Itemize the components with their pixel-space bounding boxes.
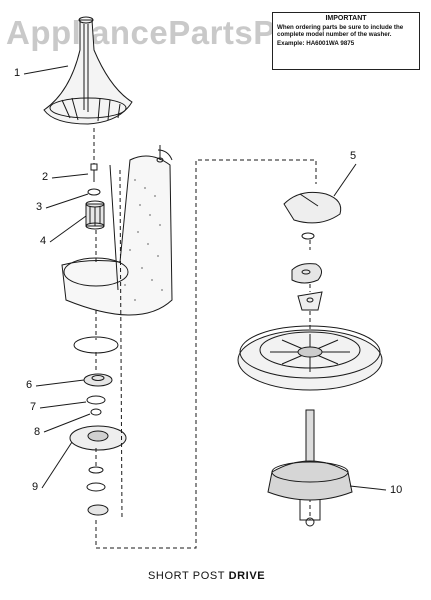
callout-9: 9 xyxy=(32,481,39,493)
transmission-10 xyxy=(267,409,353,527)
pulley-9 xyxy=(69,425,127,451)
washer-3 xyxy=(87,188,101,196)
callout-leaders xyxy=(23,65,387,491)
callout-10: 10 xyxy=(390,484,403,496)
agitator xyxy=(43,16,133,125)
callout-3: 3 xyxy=(36,201,43,213)
note-example: Example: HA6001WA 9875 xyxy=(277,39,355,47)
tub-perforations xyxy=(124,179,163,301)
top-clip xyxy=(156,145,164,163)
caption-prefix: SHORT POST xyxy=(148,570,225,582)
tub-basket xyxy=(61,149,173,316)
drive-wheel xyxy=(237,325,383,391)
washer-7 xyxy=(86,395,106,405)
callout-8: 8 xyxy=(34,426,41,438)
lower-nut xyxy=(87,504,109,516)
important-note-box: IMPORTANT When ordering parts be sure to… xyxy=(272,12,420,70)
note-body: When ordering parts be sure to include t… xyxy=(277,23,404,39)
callout-7: 7 xyxy=(30,401,37,413)
hub-6 xyxy=(83,373,113,387)
callout-6: 6 xyxy=(26,379,33,391)
callout-5: 5 xyxy=(350,150,357,162)
cam-assembly-5 xyxy=(283,191,342,240)
cam-plate xyxy=(297,291,323,311)
drive-bell xyxy=(85,200,105,230)
washer-8 xyxy=(90,408,102,416)
caption-emphasis: DRIVE xyxy=(228,570,266,582)
diagram-caption: SHORT POST DRIVE xyxy=(148,570,265,582)
callout-1: 1 xyxy=(14,67,21,79)
lower-washer-b xyxy=(86,482,106,492)
note-title: IMPORTANT xyxy=(325,15,367,22)
agitator-bolt xyxy=(90,163,98,182)
callout-4: 4 xyxy=(40,235,47,247)
lower-washer-a xyxy=(88,466,104,474)
cam-gear-small xyxy=(291,263,322,284)
callout-2: 2 xyxy=(42,171,49,183)
